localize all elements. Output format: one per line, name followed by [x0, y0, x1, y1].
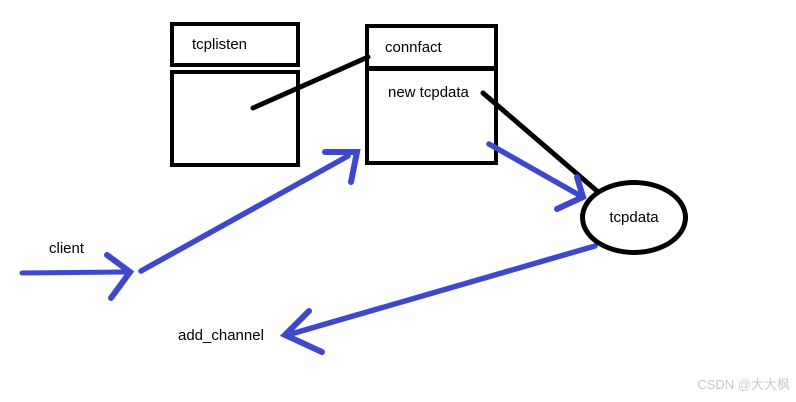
new-tcpdata-label: new tcpdata: [388, 84, 469, 101]
tcpdata-to-addchannel-arrow: [279, 243, 598, 355]
add-channel-label: add_channel: [178, 327, 264, 344]
tcplisten-label: tcplisten: [192, 36, 248, 53]
tcplisten-box-body: [170, 70, 300, 167]
tcpdata-label: tcpdata: [609, 209, 659, 226]
newtcpdata-to-tcpdata-link: [480, 90, 600, 194]
client-to-boxes-arrow: [138, 149, 361, 274]
tcplisten-box-header: tcplisten: [170, 22, 300, 67]
connfact-to-tcpdata-arrow: [486, 141, 587, 212]
csdn-watermark: CSDN @大大枫: [697, 377, 790, 392]
connfact-box: connfact new tcpdata: [365, 24, 498, 165]
client-arrow: [19, 252, 135, 301]
client-label: client: [49, 240, 85, 257]
tcpdata-ellipse: tcpdata: [580, 180, 688, 255]
connfact-label: connfact: [369, 28, 494, 71]
